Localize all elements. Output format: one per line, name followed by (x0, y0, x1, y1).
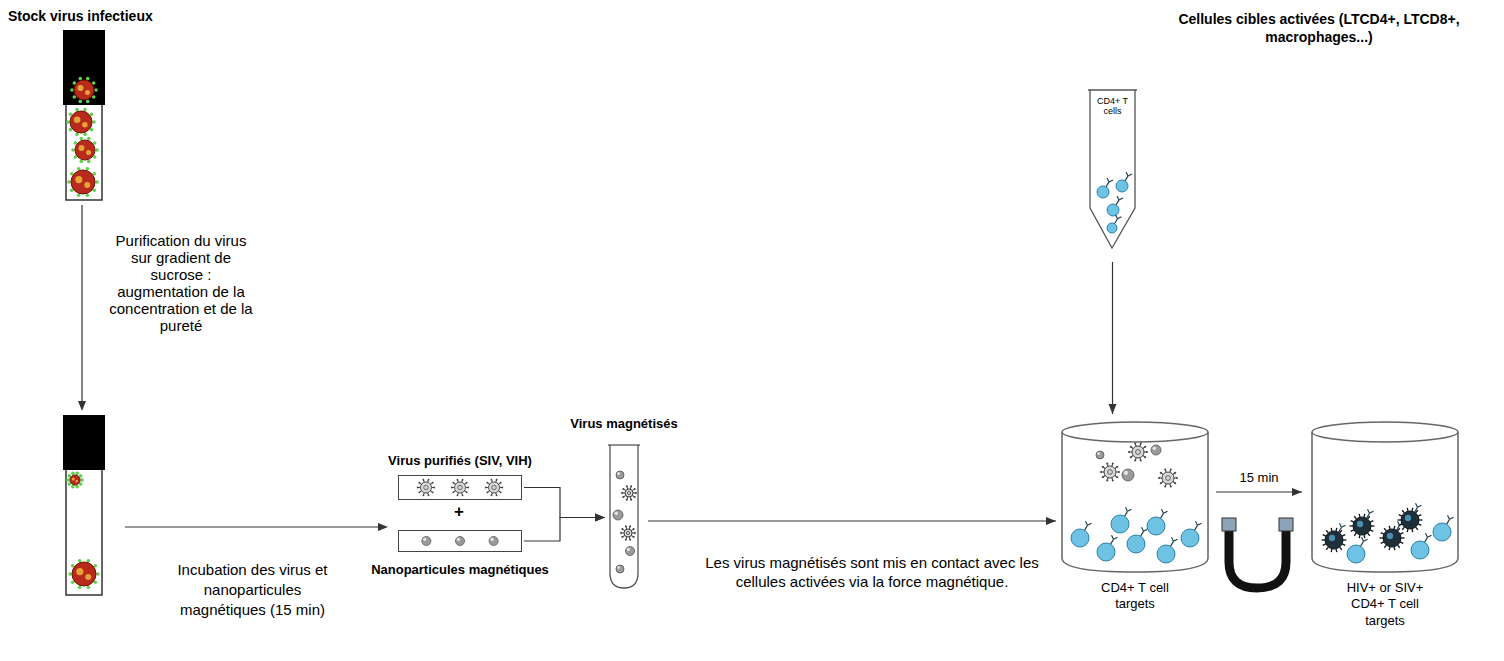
node-label: Nanoparticules magnétiques (371, 562, 549, 577)
arrow-line (81, 205, 82, 402)
infected-cell-beaker: HIV+ or SIV+ CD4+ T cell targets (1310, 420, 1460, 575)
virus-box: Virus purifiés (SIV, VIH) (398, 475, 522, 500)
arrow-line (1216, 491, 1302, 492)
arrow-line (524, 488, 605, 518)
flow-arrow (648, 517, 1056, 525)
magnet-body (1229, 530, 1286, 588)
arrow-line (648, 520, 1056, 521)
magnet-pole (1222, 518, 1236, 531)
arrow-head (378, 523, 388, 531)
arrow-head (595, 514, 605, 522)
stock-tube-drawing (63, 30, 105, 200)
arrow-head (1292, 488, 1302, 496)
note-label: Purification du virus sur gradient de su… (105, 232, 257, 334)
flow-arrow (524, 514, 605, 542)
arrow-line (524, 518, 605, 542)
arrow-line (1112, 262, 1113, 414)
arrow-head (78, 401, 86, 411)
arrow-head (595, 514, 605, 522)
node-label: Cellules cibles activées (LTCD4+, LTCD8+… (1142, 10, 1496, 46)
arrow-label: Les virus magnétisés sont mis en contact… (702, 553, 1042, 591)
target-cell-beaker: CD4+ T cell targets (1060, 420, 1210, 575)
purification-arrow (78, 205, 86, 411)
virus-box-drawing (399, 476, 521, 499)
target-cell-tube: Cellules cibles activées (LTCD4+, LTCD8+… (1085, 90, 1140, 250)
purified-virus-tube (63, 415, 105, 595)
arrow-head (1046, 517, 1056, 525)
node-label: Stock virus infectieux (8, 8, 153, 24)
nanoparticle-box-drawing (399, 531, 521, 551)
node-label: Virus magnétisés (570, 416, 677, 431)
node-label: CD4+ T cell targets (1090, 580, 1180, 613)
flow-arrow (524, 488, 605, 522)
note-label: Incubation des virus et nanoparticules m… (165, 560, 340, 620)
nanoparticle-box: Nanoparticules magnétiques (398, 530, 522, 552)
node-label: HIV+ or SIV+ CD4+ T cell targets (1340, 580, 1430, 629)
stock-tube: Stock virus infectieux (63, 30, 105, 200)
magnet-pole (1279, 518, 1293, 531)
arrow-label: 15 min (1237, 470, 1280, 486)
arrow-head (1109, 404, 1117, 414)
infected-cell-beaker-drawing (1310, 420, 1460, 575)
magnetized-virus-tube: Virus magnétisés (608, 445, 640, 590)
arrow-line (125, 526, 379, 527)
flow-arrow (1109, 262, 1117, 414)
target-cell-beaker-drawing (1060, 420, 1210, 575)
node-label: Virus purifiés (SIV, VIH) (388, 453, 532, 468)
note-label: + (454, 503, 464, 520)
incubation-arrow (125, 523, 388, 531)
flow-arrow (1216, 488, 1302, 496)
magnet-symbol (1222, 518, 1293, 588)
magnetized-virus-tube-drawing (608, 445, 640, 590)
node-sublabel: CD4+ T cells (1091, 96, 1134, 117)
